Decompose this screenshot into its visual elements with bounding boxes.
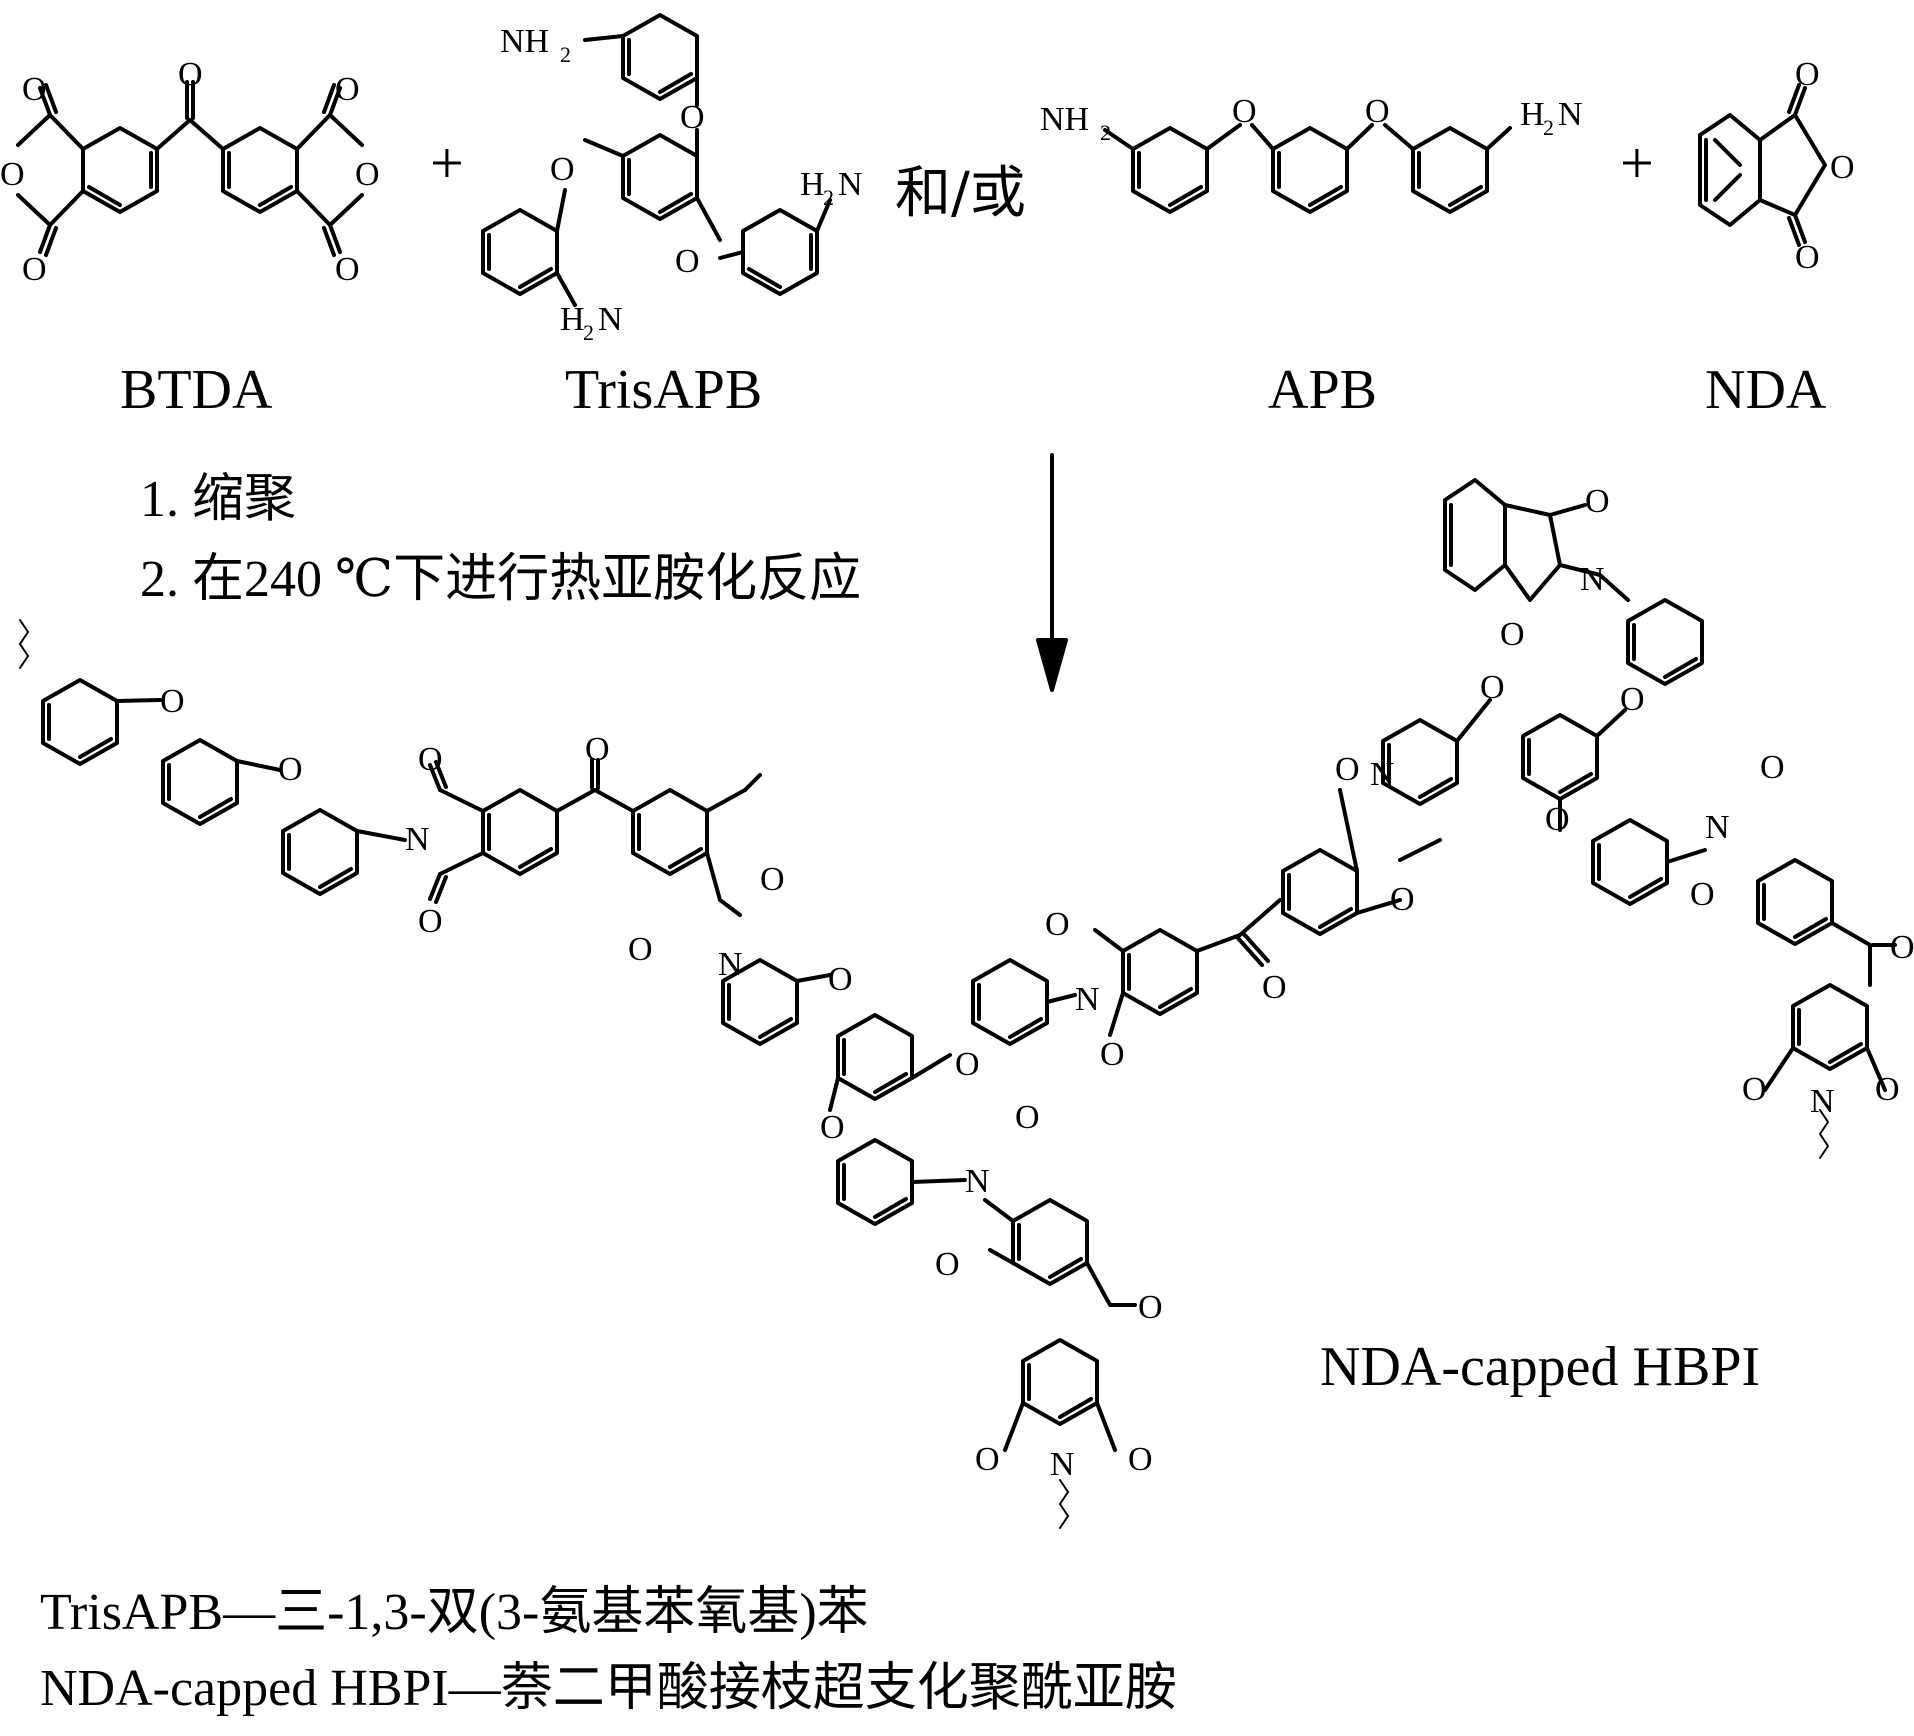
and-or-label: 和/或 xyxy=(895,161,1026,226)
atom-n: N xyxy=(838,166,863,203)
atom-o: O xyxy=(278,751,303,788)
atom-o: O xyxy=(585,731,610,768)
atom-sub: 2 xyxy=(583,320,594,345)
atom-sub: 2 xyxy=(1100,120,1111,145)
atom-o: O xyxy=(22,251,47,288)
atom-o: O xyxy=(418,903,443,940)
atom-h: H xyxy=(560,301,585,338)
atom-o: O xyxy=(1875,1071,1900,1108)
apb-structure xyxy=(1103,123,1512,214)
atom-o: O xyxy=(1890,929,1914,966)
atom-o: O xyxy=(178,56,203,93)
atom-n: N xyxy=(1705,809,1730,846)
atom-o: O xyxy=(1545,801,1570,838)
atom-o: O xyxy=(1015,1099,1040,1136)
atom-sub: 2 xyxy=(823,185,834,210)
atom-n: N xyxy=(1075,981,1100,1018)
atom-o: O xyxy=(1100,1036,1125,1073)
atom-o: O xyxy=(675,243,700,280)
atom-o: O xyxy=(935,1246,960,1283)
atom-n: N xyxy=(1810,1083,1835,1120)
atom-sub: 2 xyxy=(1543,115,1554,140)
atom-o: O xyxy=(418,741,443,778)
product-label: NDA-capped HBPI xyxy=(1320,1336,1760,1398)
atom-o: O xyxy=(820,1109,845,1146)
trisapb-label: TrisAPB xyxy=(565,359,762,421)
atom-nh: NH xyxy=(500,23,549,60)
atom-o: O xyxy=(0,156,25,193)
atom-o: O xyxy=(160,683,185,720)
atom-o: O xyxy=(680,99,705,136)
atom-nh: NH xyxy=(1040,101,1089,138)
atom-o: O xyxy=(1585,483,1610,520)
atom-o: O xyxy=(335,251,360,288)
atom-o: O xyxy=(1365,93,1390,130)
atom-o: O xyxy=(355,156,380,193)
atom-o: O xyxy=(1128,1441,1153,1478)
trisapb-structure xyxy=(481,13,832,307)
atom-o: O xyxy=(760,861,785,898)
reaction-arrow xyxy=(1036,453,1068,692)
atom-o: O xyxy=(1795,56,1820,93)
atom-n: N xyxy=(598,301,623,338)
atom-n: N xyxy=(1370,756,1395,793)
nda-structure xyxy=(1698,83,1827,247)
btda-structure xyxy=(16,80,364,257)
atom-o: O xyxy=(1760,749,1785,786)
atom-o: O xyxy=(1262,969,1287,1006)
atom-o: O xyxy=(975,1441,1000,1478)
atom-o: O xyxy=(22,71,47,108)
legend-trisapb: TrisAPB—三-1,3-双(3-氨基苯氧基)苯 xyxy=(40,1584,869,1641)
product-structure xyxy=(19,478,1897,1529)
atom-n: N xyxy=(718,946,743,983)
step-2-text: 2. 在240 ℃下进行热亚胺化反应 xyxy=(140,551,862,608)
atom-n: N xyxy=(965,1163,990,1200)
atom-o: O xyxy=(1138,1289,1163,1326)
btda-label: BTDA xyxy=(120,359,273,421)
legend-product: NDA-capped HBPI—萘二甲酸接枝超支化聚酰亚胺 xyxy=(40,1660,1177,1717)
atom-o: O xyxy=(1620,681,1645,718)
atom-o: O xyxy=(1390,881,1415,918)
atom-o: O xyxy=(550,151,575,188)
atom-o: O xyxy=(1045,906,1070,943)
atom-o: O xyxy=(1335,751,1360,788)
atom-n: N xyxy=(1558,96,1583,133)
plus-sign: + xyxy=(430,130,464,196)
atom-o: O xyxy=(1232,93,1257,130)
apb-label: APB xyxy=(1268,359,1377,421)
atom-n: N xyxy=(1580,561,1605,598)
atom-n: N xyxy=(405,821,430,858)
atom-o: O xyxy=(1795,239,1820,276)
atom-h: H xyxy=(800,166,825,203)
step-1-text: 1. 缩聚 xyxy=(140,471,297,528)
atom-sub: 2 xyxy=(560,42,571,67)
atom-o: O xyxy=(1742,1071,1767,1108)
atom-n: N xyxy=(1050,1446,1075,1483)
nda-label: NDA xyxy=(1705,359,1827,421)
atom-h: H xyxy=(1520,96,1545,133)
atom-o: O xyxy=(955,1046,980,1083)
atom-o: O xyxy=(1690,876,1715,913)
atom-o: O xyxy=(1500,616,1525,653)
atom-o: O xyxy=(1480,669,1505,706)
atom-o: O xyxy=(1830,149,1855,186)
plus-sign: + xyxy=(1620,130,1654,196)
atom-o: O xyxy=(828,961,853,998)
atom-o: O xyxy=(628,931,653,968)
atom-o: O xyxy=(335,71,360,108)
